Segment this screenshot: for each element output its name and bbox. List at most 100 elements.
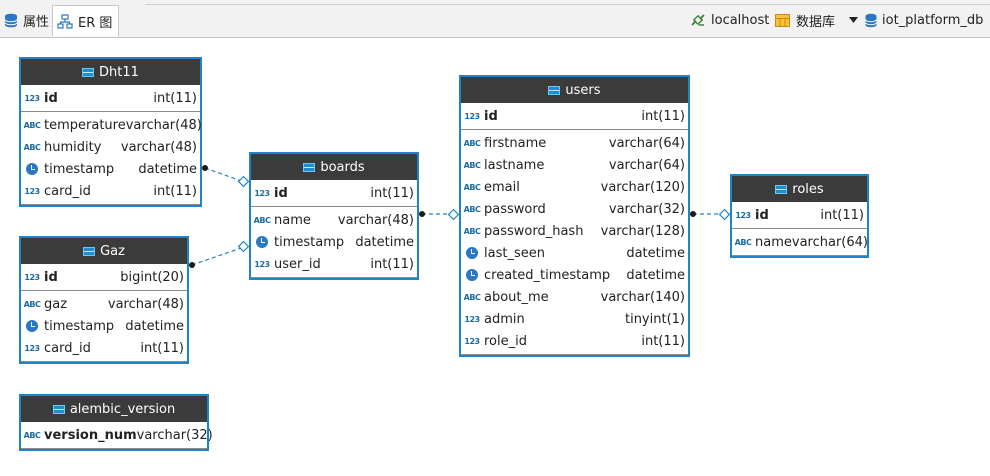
numeric-column-icon: 123 — [24, 343, 40, 353]
column-type: datetime — [626, 245, 685, 261]
column-row[interactable]: timestamp datetime — [21, 315, 187, 337]
clock-icon — [463, 268, 481, 282]
column-name: role_id — [484, 333, 527, 349]
database-selector[interactable]: iot_platform_db — [849, 10, 983, 30]
column-name: timestamp — [44, 318, 115, 334]
column-type: varchar(48) — [337, 212, 414, 228]
column-name: lastname — [484, 157, 545, 173]
entity-header[interactable]: Dht11 — [21, 59, 200, 85]
numeric-key-icon: 123 — [254, 188, 270, 198]
datasource-selector[interactable]: 数据库 — [775, 10, 835, 30]
entity-name: Dht11 — [99, 64, 139, 80]
table-icon — [52, 404, 65, 414]
column-type: varchar(48) — [125, 117, 202, 133]
column-type: int(11) — [641, 108, 685, 124]
column-name: id — [44, 90, 58, 106]
entity-header[interactable]: alembic_version — [21, 396, 207, 422]
connection-icon — [690, 13, 706, 27]
connection-host[interactable]: localhost — [690, 10, 769, 30]
clock-icon — [23, 162, 41, 176]
numeric-key-icon: 123 — [24, 93, 40, 103]
table-icon — [83, 246, 96, 256]
entity-header[interactable]: roles — [732, 176, 867, 202]
column-type: int(11) — [153, 90, 197, 106]
column-type: int(11) — [641, 333, 685, 349]
column-row[interactable]: 123 id int(11) — [21, 87, 200, 109]
column-name: id — [755, 207, 769, 223]
column-name: firstname — [484, 135, 547, 151]
tab-er-diagram-label: ER 图 — [78, 15, 113, 31]
entity-header[interactable]: Gaz — [21, 238, 187, 264]
text-column-icon: ABC — [734, 237, 752, 247]
column-type: varchar(64) — [608, 157, 685, 173]
entity-header[interactable]: users — [461, 77, 688, 103]
tab-er-diagram[interactable]: ER 图 — [52, 5, 120, 36]
text-column-icon: ABC — [463, 160, 481, 170]
column-name: timestamp — [274, 234, 345, 250]
column-type: int(11) — [370, 256, 414, 272]
column-type: varchar(64) — [791, 234, 868, 250]
key-section: 123 id int(11) — [21, 85, 200, 112]
text-key-icon: ABC — [23, 430, 41, 440]
column-name: name — [274, 212, 311, 228]
chevron-down-icon[interactable] — [849, 17, 858, 23]
column-row[interactable]: last_seen datetime — [461, 242, 688, 264]
column-name: version_num — [44, 427, 137, 443]
entity-header[interactable]: boards — [251, 154, 417, 180]
column-type: varchar(120) — [600, 179, 685, 195]
column-name: name — [755, 234, 792, 250]
tab-properties[interactable]: 属性 — [0, 6, 55, 34]
entity-name: alembic_version — [69, 401, 176, 417]
column-name: id — [274, 185, 288, 201]
clock-icon — [463, 246, 481, 260]
column-name: last_seen — [484, 245, 545, 261]
numeric-column-icon: 123 — [464, 314, 480, 324]
column-type: varchar(48) — [120, 139, 197, 155]
text-column-icon: ABC — [463, 292, 481, 302]
column-type: datetime — [125, 318, 184, 334]
column-type: varchar(140) — [600, 289, 685, 305]
tab-bar-divider — [145, 0, 990, 5]
column-name: id — [44, 269, 58, 285]
column-type: varchar(32) — [136, 427, 213, 443]
er-diagram-icon — [57, 13, 73, 29]
column-type: varchar(128) — [600, 223, 685, 239]
text-column-icon: ABC — [253, 215, 271, 225]
column-name: humidity — [44, 139, 102, 155]
column-name: temperature — [44, 117, 126, 133]
